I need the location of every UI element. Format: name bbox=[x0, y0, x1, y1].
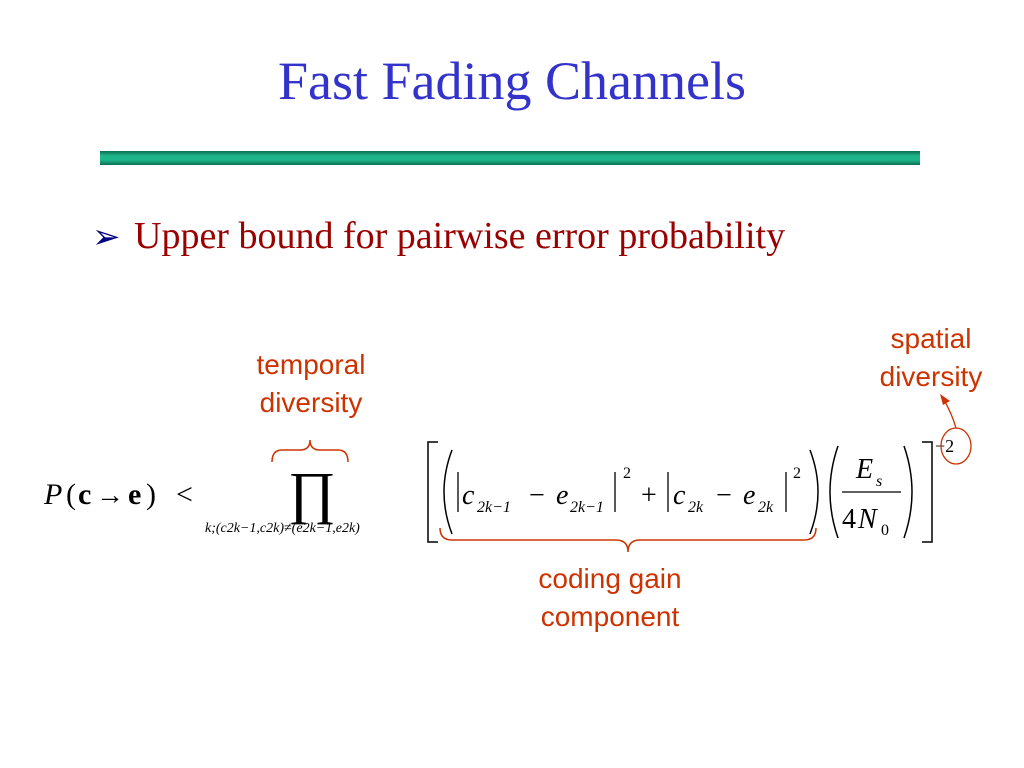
coding-gain-brace bbox=[439, 527, 817, 553]
left-square-bracket bbox=[427, 441, 438, 543]
formula-e-term-1: e bbox=[556, 480, 568, 511]
formula-product-symbol: ∏ bbox=[288, 460, 336, 525]
spatial-pointer-line bbox=[943, 399, 957, 429]
formula-exponent: −2 bbox=[935, 436, 954, 456]
formula-product-index: k;(c2k−1,c2k)≠(e2k−1,e2k) bbox=[205, 521, 360, 536]
formula-square-2: 2 bbox=[793, 465, 801, 482]
temporal-note-line1: temporal bbox=[256, 349, 366, 380]
fraction-left-paren bbox=[829, 445, 839, 539]
right-big-paren bbox=[809, 449, 819, 535]
formula-sub-4: 2k bbox=[758, 499, 774, 516]
formula-numerator-sub: s bbox=[876, 473, 882, 490]
formula-sub-2: 2k−1 bbox=[570, 499, 604, 516]
bullet-item: ➢ Upper bound for pairwise error probabil… bbox=[92, 214, 785, 258]
slide-title: Fast Fading Channels bbox=[278, 51, 746, 111]
coding-note-line2: component bbox=[540, 601, 680, 632]
title-underline bbox=[100, 151, 920, 165]
arrow-bullet-icon: ➢ bbox=[92, 219, 121, 256]
formula-arrow: → bbox=[96, 480, 124, 511]
formula-square-1: 2 bbox=[623, 465, 631, 482]
formula-close-paren: ) bbox=[146, 478, 156, 511]
formula-minus-2: − bbox=[716, 480, 732, 511]
fraction-right-paren bbox=[903, 445, 913, 539]
formula-e-term-2: e bbox=[743, 480, 755, 511]
formula-c-term-2: c bbox=[673, 480, 686, 511]
temporal-note-line2: diversity bbox=[259, 387, 363, 418]
temporal-brace bbox=[271, 439, 349, 463]
coding-gain-note: coding gain component bbox=[500, 560, 720, 636]
formula-codeword-e: e bbox=[128, 478, 141, 511]
left-big-paren bbox=[443, 449, 453, 535]
formula-codeword-c: c bbox=[78, 478, 91, 511]
spatial-diversity-note: spatial diversity bbox=[850, 320, 1012, 396]
formula-sub-3: 2k bbox=[688, 499, 704, 516]
bullet-text: Upper bound for pairwise error probabili… bbox=[134, 215, 786, 257]
formula-P: P bbox=[43, 478, 62, 511]
right-square-bracket bbox=[922, 441, 933, 543]
formula-denominator-4: 4 bbox=[842, 504, 856, 535]
spatial-note-line2: diversity bbox=[879, 361, 983, 392]
temporal-diversity-note: temporal diversity bbox=[230, 346, 392, 422]
formula-less-than: < bbox=[176, 478, 193, 511]
spatial-note-line1: spatial bbox=[890, 323, 972, 354]
spatial-pointer-arrowhead bbox=[940, 394, 950, 405]
formula-open-paren: ( bbox=[66, 478, 76, 511]
formula-c-term-1: c bbox=[462, 480, 475, 511]
coding-note-line1: coding gain bbox=[538, 563, 682, 594]
formula-plus: + bbox=[641, 480, 657, 511]
formula-denominator-N: N bbox=[857, 504, 878, 535]
formula-minus-1: − bbox=[529, 480, 545, 511]
formula-denominator-sub: 0 bbox=[881, 522, 889, 539]
formula-sub-1: 2k−1 bbox=[477, 499, 511, 516]
formula-numerator-E: E bbox=[855, 454, 873, 485]
